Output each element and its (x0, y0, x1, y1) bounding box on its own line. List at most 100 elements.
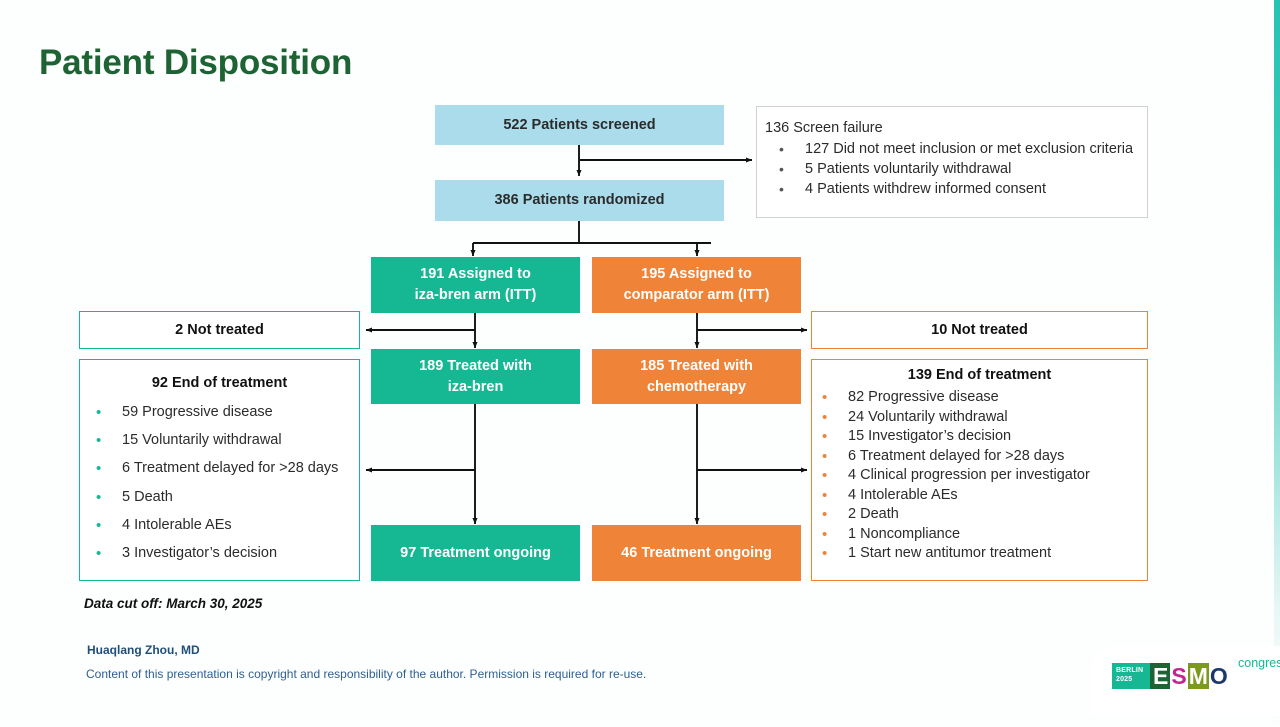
list-item: • 4 Intolerable AEs (822, 487, 1147, 503)
node-line-1: 189 Treated with (419, 357, 532, 374)
list-item: • 59 Progressive disease (96, 404, 359, 420)
list-item: • 4 Intolerable AEs (96, 517, 359, 533)
bullet-icon: • (779, 141, 784, 157)
panel-end-of-treatment-right: 139 End of treatment • 82 Progressive di… (811, 359, 1148, 581)
list-item-label: 59 Progressive disease (122, 404, 273, 420)
node-line: 2 Not treated (175, 321, 264, 338)
list-item: • 15 Investigator’s decision (822, 428, 1147, 444)
copyright-note: Content of this presentation is copyrigh… (86, 667, 647, 681)
list-item-label: 127 Did not meet inclusion or met exclus… (805, 141, 1134, 157)
node-assigned-iza-bren: 191 Assigned to iza-bren arm (ITT) (371, 257, 580, 313)
list-item-label: 4 Intolerable AEs (122, 516, 232, 533)
logo-badge-city: BERLIN (1116, 667, 1144, 674)
bullet-icon: • (779, 181, 784, 197)
list-item-label: 5 Patients voluntarily withdrawal (805, 161, 1012, 177)
bullet-icon: • (822, 506, 828, 523)
list-item: • 24 Voluntarily withdrawal (822, 409, 1147, 425)
logo-badge-year: 2025 (1116, 675, 1133, 683)
node-line: 97 Treatment ongoing (400, 544, 551, 561)
list-item: • 15 Voluntarily withdrawal (96, 432, 359, 448)
bullet-icon: • (822, 525, 828, 543)
node-line-1: 195 Assigned to (641, 266, 752, 283)
logo-congress-label: congress (1238, 656, 1280, 670)
node-line-2: iza-bren (447, 378, 504, 395)
list-item-label: 6 Treatment delayed for >28 days (848, 447, 1065, 464)
node-line: 386 Patients randomized (494, 192, 665, 209)
node-not-treated-right: 10 Not treated (811, 311, 1148, 349)
bullet-icon: • (822, 428, 828, 445)
slide-edge-accent-strip (1274, 0, 1280, 727)
node-treated-chemotherapy: 185 Treated with chemotherapy (592, 349, 801, 404)
logo-letter-m: M (1187, 663, 1209, 689)
bullet-icon: • (822, 447, 828, 465)
list-item-label: 3 Investigator’s decision (122, 544, 278, 561)
bullet-icon: • (96, 460, 102, 478)
logo-letter-s: S (1170, 663, 1188, 689)
list-item: • 82 Progressive disease (822, 389, 1147, 405)
node-line-2: comparator arm (ITT) (623, 287, 770, 303)
logo-letter-o: O (1208, 663, 1230, 689)
list-item-label: 82 Progressive disease (848, 389, 999, 405)
bullet-icon: • (96, 516, 102, 534)
bullet-icon: • (779, 161, 784, 177)
node-treatment-ongoing-left: 97 Treatment ongoing (371, 525, 580, 581)
list-item: • 1 Noncompliance (822, 526, 1147, 542)
node-patients-screened: 522 Patients screened (435, 105, 724, 145)
bullet-icon: • (96, 544, 102, 562)
list-item-label: 1 Start new antitumor treatment (848, 545, 1052, 561)
logo-wordmark: BERLIN 2025 E S M O (1112, 663, 1230, 689)
node-line: 10 Not treated (931, 321, 1028, 338)
screen-failure-heading: 136 Screen failure (765, 120, 883, 136)
esmo-congress-logo: BERLIN 2025 E S M O congress (1090, 646, 1280, 716)
node-line-2: iza-bren arm (ITT) (414, 287, 537, 303)
bullet-icon: • (96, 404, 102, 421)
list-item: • 1 Start new antitumor treatment (822, 545, 1147, 561)
page-title: Patient Disposition (39, 43, 353, 82)
node-line-2: chemotherapy (646, 378, 747, 395)
node-line: 46 Treatment ongoing (621, 544, 772, 561)
node-line-1: 191 Assigned to (420, 266, 531, 283)
bullet-icon: • (96, 432, 102, 450)
list-item-label: 2 Death (848, 506, 899, 522)
panel-title: 92 End of treatment (151, 375, 288, 391)
bullet-icon: • (822, 389, 828, 406)
data-cutoff-note: Data cut off: March 30, 2025 (84, 596, 263, 611)
bullet-icon: • (822, 408, 828, 426)
node-treatment-ongoing-right: 46 Treatment ongoing (592, 525, 801, 581)
bullet-icon: • (822, 545, 828, 562)
list-item-label: 24 Voluntarily withdrawal (848, 408, 1008, 425)
list-item: • 4 Patients withdrew informed consent (779, 181, 1147, 197)
list-item: • 6 Treatment delayed for >28 days (822, 448, 1147, 464)
list-item: • 5 Patients voluntarily withdrawal (779, 161, 1147, 177)
list-item-label: 5 Death (122, 488, 173, 505)
end-of-treatment-list-left: • 59 Progressive disease • 15 Voluntaril… (80, 404, 359, 561)
node-line: 522 Patients screened (503, 116, 656, 133)
list-item-label: 4 Intolerable AEs (848, 486, 958, 503)
logo-berlin-badge: BERLIN 2025 (1112, 663, 1150, 689)
panel-title: 139 End of treatment (907, 367, 1052, 383)
list-item-label: 1 Noncompliance (848, 525, 961, 542)
list-item: • 6 Treatment delayed for >28 days (96, 460, 359, 476)
panel-end-of-treatment-left: 92 End of treatment • 59 Progressive dis… (79, 359, 360, 581)
bullet-icon: • (822, 467, 828, 484)
node-not-treated-left: 2 Not treated (79, 311, 360, 349)
node-patients-randomized: 386 Patients randomized (435, 180, 724, 221)
list-item-label: 6 Treatment delayed for >28 days (122, 460, 339, 477)
list-item-label: 15 Voluntarily withdrawal (122, 432, 282, 449)
list-item-label: 4 Clinical progression per investigator (848, 467, 1090, 483)
screen-failure-list: • 127 Did not meet inclusion or met excl… (765, 141, 1147, 197)
list-item-label: 15 Investigator’s decision (848, 428, 1012, 444)
list-item: • 3 Investigator’s decision (96, 545, 359, 561)
end-of-treatment-list-right: • 82 Progressive disease • 24 Voluntaril… (812, 389, 1147, 561)
author-name: Huaqlang Zhou, MD (87, 643, 200, 657)
list-item-label: 4 Patients withdrew informed consent (805, 181, 1046, 197)
panel-screen-failure: 136 Screen failure • 127 Did not meet in… (756, 106, 1148, 218)
bullet-icon: • (96, 488, 102, 506)
list-item: • 127 Did not meet inclusion or met excl… (779, 141, 1147, 157)
list-item: • 5 Death (96, 489, 359, 505)
node-line-1: 185 Treated with (640, 357, 753, 374)
list-item: • 4 Clinical progression per investigato… (822, 467, 1147, 483)
node-assigned-comparator: 195 Assigned to comparator arm (ITT) (592, 257, 801, 313)
node-treated-iza-bren: 189 Treated with iza-bren (371, 349, 580, 404)
